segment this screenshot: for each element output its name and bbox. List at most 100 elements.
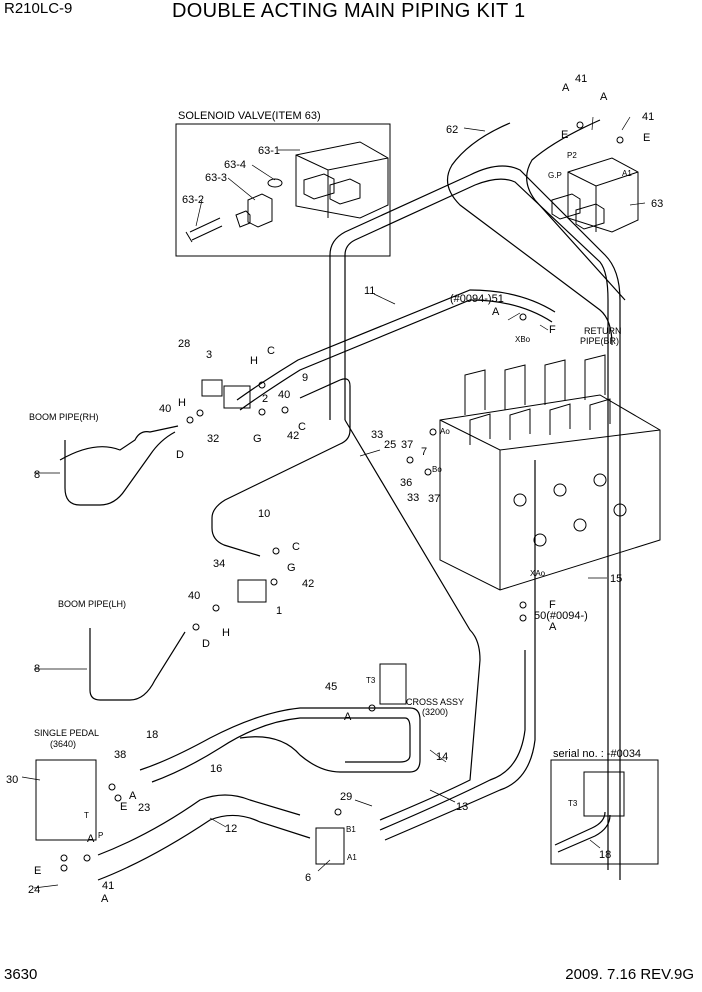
serial-cross-assy [583, 771, 625, 817]
fittings [35, 121, 625, 872]
letter-h1: H [250, 355, 258, 367]
part-7: 7 [421, 446, 427, 458]
letter-d2: D [202, 638, 210, 650]
letter-g2: G [287, 562, 296, 574]
letter-e1: E [561, 129, 568, 141]
block-2 [223, 385, 251, 409]
letter-c2: C [298, 421, 306, 433]
part-15: 15 [610, 573, 622, 585]
solenoid-inset-frame [175, 123, 391, 257]
letter-a8: A [101, 893, 109, 905]
part-51-label: (#0094-)51 [450, 293, 504, 305]
part-63: 63 [651, 198, 663, 210]
letter-a4: A [549, 621, 557, 633]
pipe-15-outer [329, 165, 621, 880]
single-pedal-number: (3640) [50, 739, 76, 749]
pipe-15-inner [344, 178, 609, 870]
part-41a: 41 [575, 73, 587, 85]
letter-h3: H [222, 627, 230, 639]
single-pedal-label: SINGLE PEDAL [34, 728, 99, 738]
part-8a: 8 [34, 469, 40, 481]
part-2: 2 [262, 393, 268, 405]
port-t3-serial: T3 [568, 799, 578, 808]
port-bo: Bo [432, 465, 442, 474]
part-8b: 8 [34, 663, 40, 675]
part-18: 18 [146, 729, 158, 741]
part-40a: 40 [278, 389, 290, 401]
serial-part-18: 18 [599, 849, 611, 861]
part-37b: 37 [428, 493, 440, 505]
solenoid-inset-title: SOLENOID VALVE(ITEM 63) [178, 110, 321, 122]
port-gp: G.P [548, 171, 562, 180]
port-xao: XAo [530, 569, 546, 578]
serial-inset-frame [550, 759, 659, 865]
return-pipe-label: RETURN [584, 326, 622, 336]
port-a1: A1 [622, 169, 632, 178]
model-label: R210LC-9 [4, 0, 73, 17]
single-pedal [35, 759, 97, 841]
part-1: 1 [276, 605, 282, 617]
page-number: 3630 [4, 966, 38, 983]
part-24: 24 [28, 884, 40, 896]
part-62: 62 [446, 124, 458, 136]
letter-e2: E [643, 132, 650, 144]
letter-a6: A [129, 790, 137, 802]
part-41b: 41 [642, 111, 654, 123]
port-p2: P2 [567, 151, 577, 160]
part-14: 14 [436, 751, 448, 763]
part-30: 30 [6, 774, 18, 786]
port-b1: B1 [346, 825, 356, 834]
letter-h2: H [178, 397, 186, 409]
serial-number-label: serial no. : -#0034 [553, 748, 641, 760]
part-13: 13 [456, 801, 468, 813]
bracket-6 [315, 827, 345, 865]
return-pipe-label-2: PIPE(BR) [580, 336, 619, 346]
letter-a5: A [344, 711, 352, 723]
letter-a7: A [87, 833, 95, 845]
part-63-2: 63-2 [182, 194, 204, 206]
letter-f2: F [549, 599, 556, 611]
part-16: 16 [210, 763, 222, 775]
pipe-runs [59, 119, 626, 881]
letter-a3: A [492, 306, 500, 318]
part-10: 10 [258, 508, 270, 520]
part-6: 6 [305, 872, 311, 884]
part-11: 11 [364, 285, 375, 297]
part-40c: 40 [188, 590, 200, 602]
port-t: T [84, 811, 89, 820]
part-9: 9 [302, 372, 308, 384]
date-revision: 2009. 7.16 REV.9G [565, 966, 694, 983]
part-32: 32 [207, 433, 219, 445]
part-42a: 42 [287, 430, 299, 442]
letter-c3: C [292, 541, 300, 553]
part-33a: 33 [371, 429, 383, 441]
port-a1-bracket: A1 [347, 853, 357, 862]
part-28: 28 [178, 338, 190, 350]
part-33b: 33 [407, 492, 419, 504]
part-40b: 40 [159, 403, 171, 415]
part-36: 36 [400, 477, 412, 489]
main-control-valve-drawing [439, 354, 661, 591]
block-3 [201, 379, 223, 397]
letter-e4: E [34, 865, 41, 877]
part-23: 23 [138, 802, 150, 814]
part-38: 38 [114, 749, 126, 761]
letter-a1: A [562, 82, 570, 94]
letter-e3: E [120, 801, 127, 813]
part-12: 12 [225, 823, 237, 835]
letter-a2: A [600, 91, 608, 103]
block-1 [237, 579, 267, 603]
page-title: DOUBLE ACTING MAIN PIPING KIT 1 [172, 0, 526, 22]
part-41c: 41 [102, 880, 114, 892]
port-p: P [98, 831, 103, 840]
part-63-4: 63-4 [224, 159, 246, 171]
solenoid-valve-inset-drawing [185, 141, 389, 243]
cross-assy-number: (3200) [422, 707, 448, 717]
letter-f1: F [549, 324, 556, 336]
letter-c1: C [267, 345, 275, 357]
letter-g1: G [253, 433, 262, 445]
part-3: 3 [206, 349, 212, 361]
part-63-3: 63-3 [205, 172, 227, 184]
port-ao: Ao [440, 427, 450, 436]
